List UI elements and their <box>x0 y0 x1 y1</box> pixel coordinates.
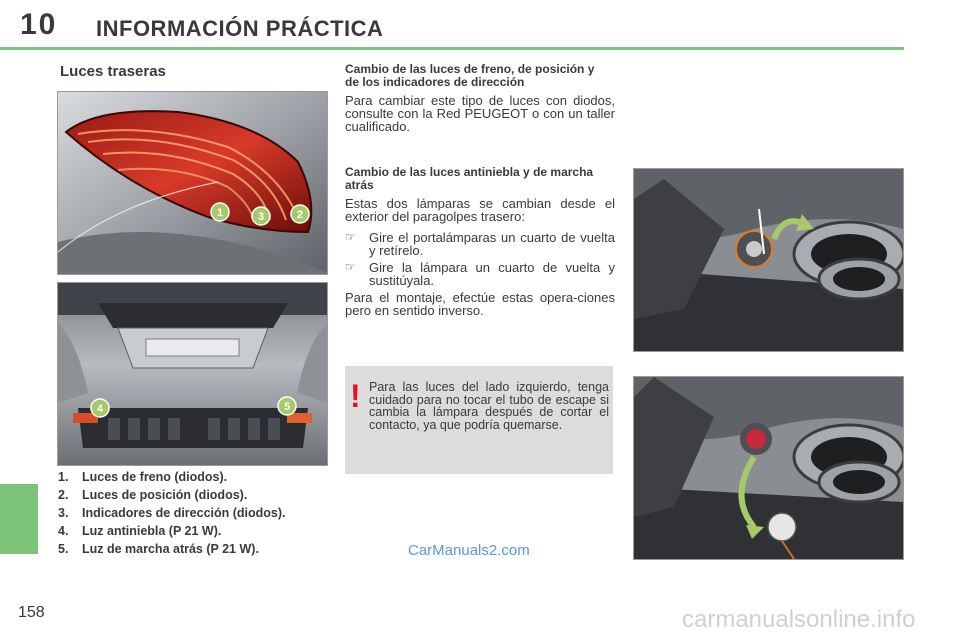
fog-lights-section: Cambio de las luces antiniebla y de marc… <box>345 166 615 317</box>
legend-item-text: Luz antiniebla (P 21 W). <box>82 524 222 538</box>
brake-lights-heading: Cambio de las luces de freno, de posició… <box>345 62 595 89</box>
fog-lights-steps: ☞ Gire el portalámparas un cuarto de vuel… <box>345 230 615 288</box>
step-text: Gire el portalámparas un cuarto de vuelt… <box>369 230 615 258</box>
brake-lights-section: Cambio de las luces de freno, de posició… <box>345 63 615 133</box>
source-watermark: CarManuals2.com <box>408 542 530 559</box>
legend-item-text: Luz de marcha atrás (P 21 W). <box>82 542 259 556</box>
legend-item-number: 3. <box>58 506 69 520</box>
pointing-hand-icon: ☞ <box>345 260 356 274</box>
legend-item-number: 1. <box>58 470 69 484</box>
header-divider <box>0 47 904 50</box>
legend-item-number: 4. <box>58 524 69 538</box>
chapter-side-tab <box>0 484 38 554</box>
pointing-hand-icon: ☞ <box>345 230 356 244</box>
page-title: INFORMACIÓN PRÁCTICA <box>96 16 384 41</box>
fog-lights-heading: Cambio de las luces antiniebla y de marc… <box>345 165 594 192</box>
legend-item: 5. Luz de marcha atrás (P 21 W). <box>58 542 328 557</box>
bulb-removal-photo <box>633 376 904 560</box>
callout-3: 3 <box>258 211 264 223</box>
rear-bumper-photo: 4 5 <box>57 282 328 466</box>
bulb-holder-photo <box>633 168 904 352</box>
legend-item: 4. Luz antiniebla (P 21 W). <box>58 524 328 539</box>
brake-lights-body: Para cambiar este tipo de luces con diod… <box>345 93 615 134</box>
step-item: ☞ Gire la lámpara un cuarto de vuelta y s… <box>345 260 615 288</box>
warning-box: ! Para las luces del lado izquierdo, ten… <box>345 366 613 474</box>
legend-item-number: 2. <box>58 488 69 502</box>
legend-item-number: 5. <box>58 542 69 556</box>
legend-item: 1. Luces de freno (diodos). <box>58 470 328 485</box>
step-item: ☞ Gire el portalámparas un cuarto de vuel… <box>345 230 615 258</box>
parts-legend: 1. Luces de freno (diodos). 2. Luces de po… <box>58 470 328 560</box>
section-heading: Luces traseras <box>60 63 166 80</box>
reassembly-note: Para el montaje, efectúe estas opera-cio… <box>345 290 615 318</box>
site-watermark: carmanualsonline.info <box>682 606 916 633</box>
legend-item: 2. Luces de posición (diodos). <box>58 488 328 503</box>
callout-5: 5 <box>284 401 290 413</box>
callout-2: 2 <box>297 209 303 221</box>
legend-item: 3. Indicadores de dirección (diodos). <box>58 506 328 521</box>
callout-1: 1 <box>217 207 223 219</box>
legend-item-text: Luces de posición (diodos). <box>82 488 248 502</box>
step-text: Gire la lámpara un cuarto de vuelta y su… <box>369 260 615 288</box>
warning-icon: ! <box>350 378 361 414</box>
tail-light-photo: 1 3 2 <box>57 91 328 275</box>
legend-item-text: Indicadores de dirección (diodos). <box>82 506 286 520</box>
fog-lights-body: Estas dos lámparas se cambian desde el e… <box>345 196 615 224</box>
callout-4: 4 <box>97 403 104 415</box>
legend-item-text: Luces de freno (diodos). <box>82 470 228 484</box>
page-number: 158 <box>18 604 45 621</box>
chapter-number: 10 <box>20 8 58 41</box>
warning-text: Para las luces del lado izquierdo, tenga… <box>369 380 609 432</box>
